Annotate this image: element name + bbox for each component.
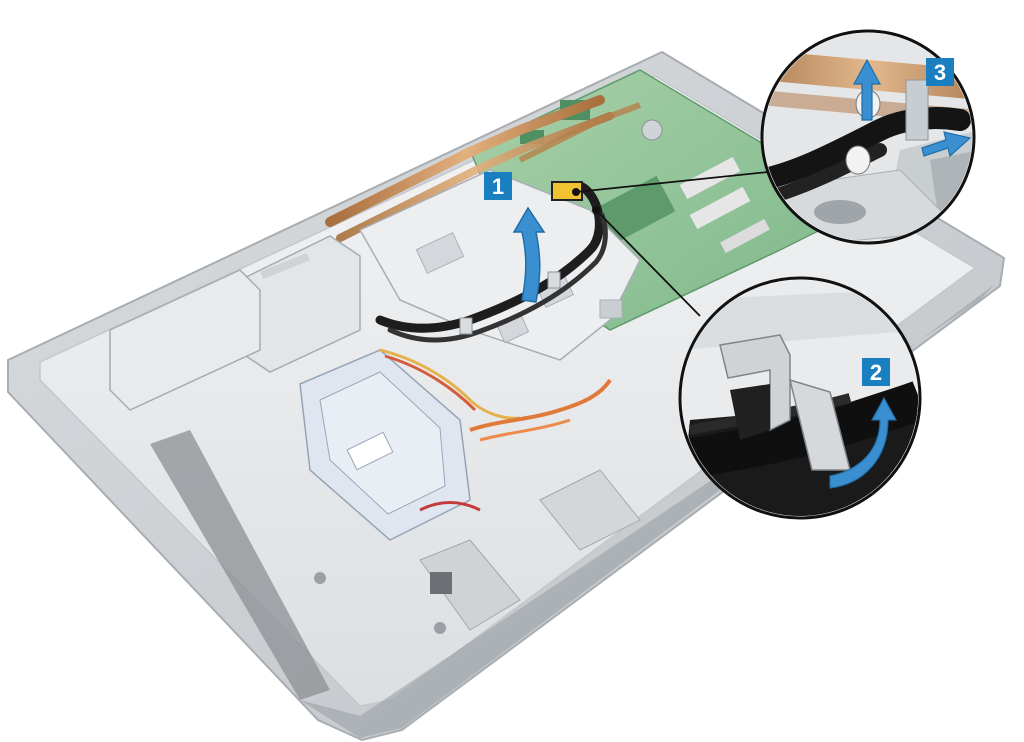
rear-details [314,469,641,634]
callout-detail-2: 2 [678,276,922,520]
hard-drive [299,349,471,541]
callout-detail-3: 3 [760,29,976,245]
up-arrow-icon [852,58,882,121]
step-badge-1: 1 [484,172,512,200]
step-badge-2: 2 [862,358,890,386]
heat-pipes [325,95,642,242]
power-cable-bundle [375,181,608,343]
callout-leaders [572,171,769,317]
up-arrow-icon [512,206,546,303]
step-label-1: 1 [492,174,504,199]
metal-shield [358,169,641,361]
power-supply [109,235,361,411]
right-arrow-icon [921,131,972,158]
step-badge-3: 3 [926,58,954,86]
curved-arrow-icon [829,396,898,489]
step-label-3: 3 [934,60,946,85]
internal-wires [379,348,612,512]
step-label-2: 2 [870,360,882,385]
